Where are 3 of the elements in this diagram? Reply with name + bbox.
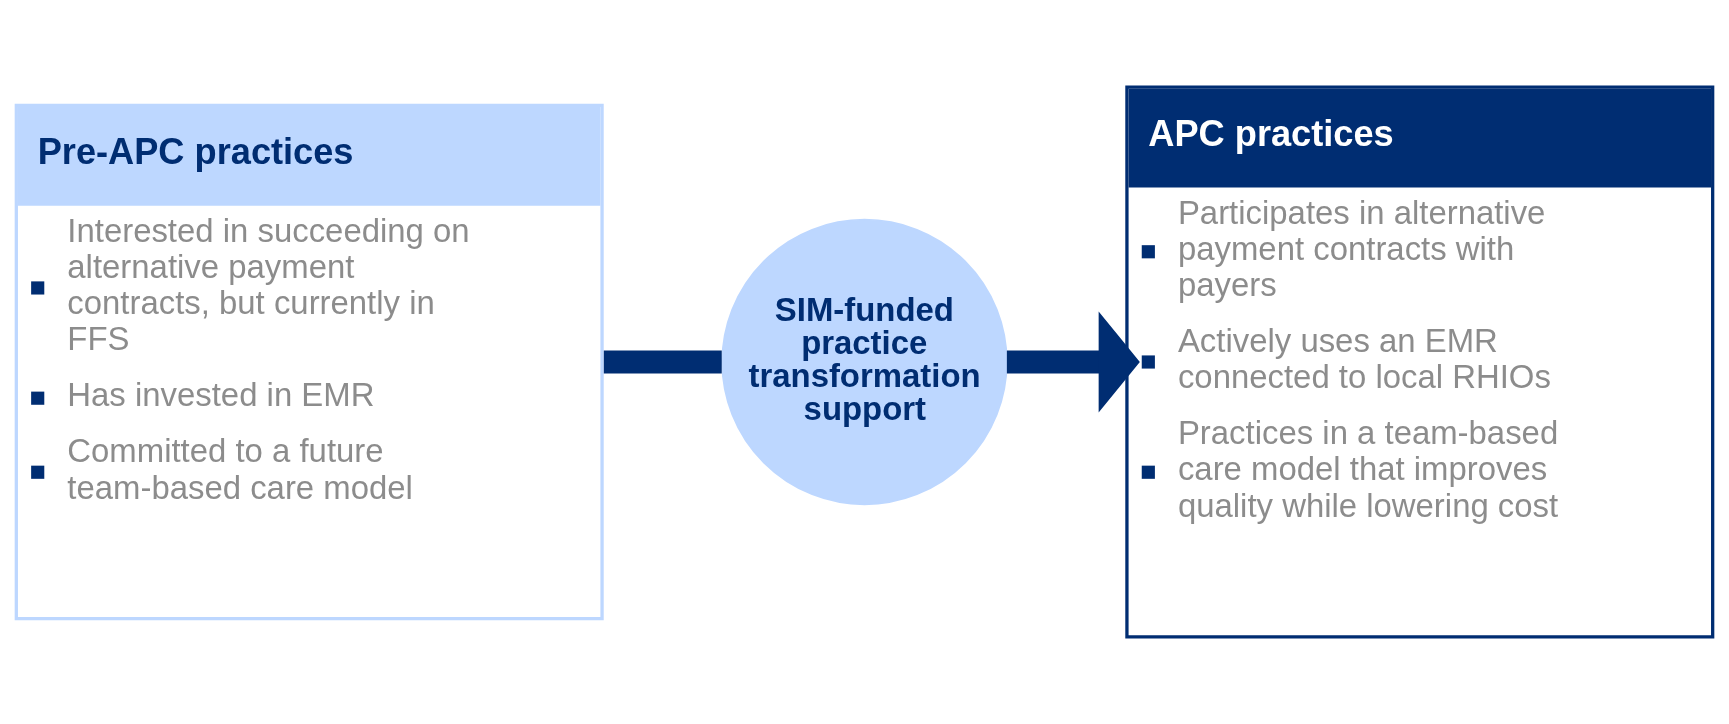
arrow (1006, 311, 1140, 413)
connector (603, 350, 722, 374)
node-circle: SIM-funded practice transformation support (721, 218, 1008, 506)
